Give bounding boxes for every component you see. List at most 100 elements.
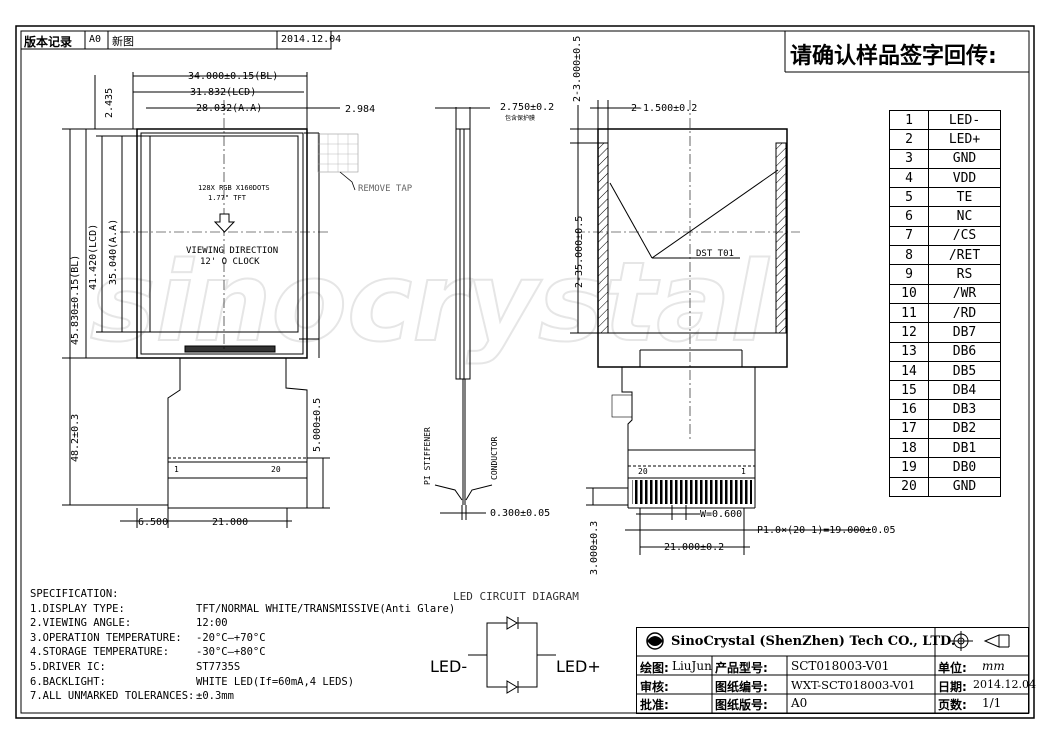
side-fpc-thickness: 0.300±0.05 <box>490 508 550 519</box>
front-pin-first: 1 <box>174 465 179 474</box>
dim-aa-height: 35.040(A.A) <box>108 219 119 285</box>
pin-row: 8/RET <box>889 245 1001 266</box>
specification: SPECIFICATION: 1.DISPLAY TYPE:TFT/NORMAL… <box>30 587 455 704</box>
panel-resolution: 128X RGB X160DOTS <box>198 184 270 192</box>
pin-number: 16 <box>889 399 929 420</box>
side-view <box>434 107 493 520</box>
conductor: CONDUCTOR <box>490 436 499 480</box>
dim-fpc-len: 5.000±0.5 <box>312 398 323 452</box>
spec-key: 2.VIEWING ANGLE: <box>30 617 132 630</box>
unit-value: mm <box>982 659 1005 673</box>
pin-number: 2 <box>889 129 929 150</box>
spec-value: -30°C—+80°C <box>196 646 266 659</box>
pin-number: 10 <box>889 283 929 304</box>
back-top-dim: 2-3.000±0.5 <box>572 36 583 102</box>
pin-signal: DB0 <box>928 457 1001 478</box>
back-fpc-width: 21.000±0.2 <box>664 542 724 553</box>
pin-signal: DB7 <box>928 322 1001 343</box>
pin-number: 12 <box>889 322 929 343</box>
model-value: SCT018003-V01 <box>791 659 890 673</box>
pin-signal: NC <box>928 206 1001 227</box>
back-w: W=0.600 <box>700 509 742 520</box>
pin-number: 18 <box>889 438 929 459</box>
revision-rev: A0 <box>89 34 102 45</box>
pin-number: 4 <box>889 167 929 189</box>
pin-signal: TE <box>928 187 1001 208</box>
pin-signal: /WR <box>928 283 1001 304</box>
watermark: sinocrystal <box>90 238 770 366</box>
approve-label: 批准: <box>640 698 669 712</box>
back-pitch: P1.0×(20-1)=19.000±0.05 <box>757 525 895 536</box>
pin-row: 10/WR <box>889 283 1001 304</box>
spec-row: 5.DRIVER IC: ST7735S <box>30 660 455 675</box>
pin-number: 20 <box>889 476 929 497</box>
pin-number: 17 <box>889 418 929 440</box>
pin-signal: DB4 <box>928 380 1001 401</box>
check-label: 审核: <box>640 680 669 694</box>
spec-key: 1.DISPLAY TYPE: <box>30 602 125 615</box>
front-pin-last: 20 <box>271 465 281 474</box>
spec-value: WHITE LED(If=60mA,4 LEDS) <box>196 675 355 688</box>
spec-row: 3.OPERATION TEMPERATURE:-20°C—+70°C <box>30 631 455 646</box>
pin-number: 3 <box>889 148 929 169</box>
dim-lcd-width: 31.832(LCD) <box>190 87 256 98</box>
pin-signal: LED- <box>928 109 1001 131</box>
side-thickness: 2.750±0.2 <box>500 102 554 113</box>
pin-signal: LED+ <box>928 129 1001 150</box>
panel-size: 1.77" TFT <box>208 194 247 202</box>
back-bottom-dim: 3.000±0.3 <box>589 521 600 575</box>
revision-box <box>20 30 332 50</box>
spec-key: 6.BACKLIGHT: <box>30 675 106 688</box>
pin-signal: /RD <box>928 302 1001 324</box>
pin-signal: DB3 <box>928 399 1001 420</box>
date-label: 日期: <box>938 680 967 694</box>
pin-number: 5 <box>889 187 929 208</box>
title-block: SinoCrystal (ShenZhen) Tech CO., LTD. 绘图… <box>636 627 1036 714</box>
pin-number: 9 <box>889 264 929 285</box>
unit-label: 单位: <box>938 661 967 675</box>
pin-number: 8 <box>889 245 929 266</box>
spec-key: 3.OPERATION TEMPERATURE: <box>30 631 182 644</box>
spec-value: ST7735S <box>196 660 241 673</box>
revision-date: 2014.12.04 <box>281 34 342 45</box>
back-view <box>570 100 870 555</box>
dwg-value: WXT-SCT018003-V01 <box>791 678 916 692</box>
revision-label: 版本记录 <box>24 35 73 49</box>
date-value: 2014.12.04 <box>973 678 1036 691</box>
spec-value: 12:00 <box>196 617 228 630</box>
pin-number: 6 <box>889 206 929 227</box>
led-plus: LED+ <box>556 657 601 676</box>
spec-value: TFT/NORMAL WHITE/TRANSMISSIVE(Anti Glare… <box>196 602 456 615</box>
pi-stiffener: PI STIFFENER <box>423 427 432 485</box>
led-circuit <box>468 616 556 694</box>
page-value: 1/1 <box>982 696 1002 710</box>
dwg-label: 图纸编号: <box>715 680 768 694</box>
spec-row: 7.ALL UNMARKED TOLERANCES:±0.3mm <box>30 689 455 704</box>
version-label: 图纸版号: <box>715 698 768 712</box>
pin-number: 14 <box>889 360 929 382</box>
dim-lcd-height: 41.420(LCD) <box>88 224 99 290</box>
spec-key: 5.DRIVER IC: <box>30 660 106 673</box>
pin-number: 13 <box>889 341 929 362</box>
pin-row: 11/RD <box>889 302 1001 324</box>
draw-label: 绘图: <box>640 661 669 675</box>
pin-number: 19 <box>889 457 929 478</box>
pin-number: 1 <box>889 109 929 131</box>
dst-label: DST T01 <box>696 249 734 259</box>
pin-signal: DB2 <box>928 418 1001 440</box>
dim-bl-height: 45.830±0.15(BL) <box>70 255 81 345</box>
pin-number: 7 <box>889 225 929 247</box>
led-circuit-title: LED CIRCUIT DIAGRAM <box>453 590 579 603</box>
